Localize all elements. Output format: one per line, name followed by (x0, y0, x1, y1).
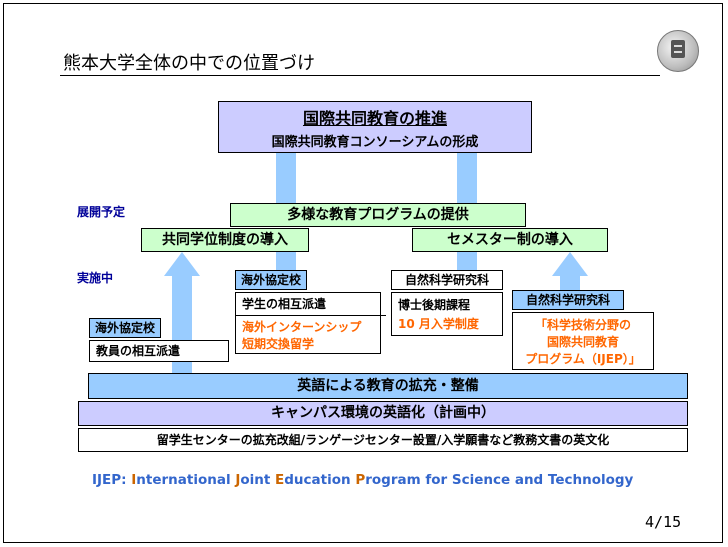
partner-students-divider (236, 315, 386, 316)
footnote-p: P (355, 472, 366, 488)
slide (3, 3, 723, 543)
title-underline (60, 75, 660, 76)
logo-mark-icon (671, 40, 685, 58)
october-entry-text: 10 月入学制度 (398, 317, 479, 331)
footnote-e: E (275, 472, 285, 488)
english-education-box: 英語による教育の拡充・整備 (88, 373, 688, 399)
partner-students-body: 学生の相互派遣 海外インターンシップ 短期交換留学 (235, 292, 386, 354)
page-number: 4/15 (645, 513, 682, 531)
ijep-line-1: 「科学技術分野の (534, 318, 631, 332)
arrowhead-far-left (164, 252, 200, 276)
footnote-j: J (235, 472, 241, 488)
campus-english-box: キャンパス環境の英語化（計画中） (78, 401, 688, 426)
science-phd-body: 博士後期課程 10 月入学制度 (391, 292, 503, 336)
details-box: 留学生センターの拡充改組/ランゲージセンター設置/入学願書など教務文書の英文化 (78, 428, 688, 452)
phd-course-text: 博士後期課程 (398, 298, 471, 312)
exchange-text: 短期交換留学 (242, 337, 315, 351)
page-title: 熊本大学全体の中での位置づけ (63, 53, 315, 74)
label-planned: 展開予定 (77, 205, 126, 219)
semester-box: セメスター制の導入 (412, 228, 608, 252)
footnote-i: I (131, 472, 137, 488)
footnote-prefix: IJEP: (92, 472, 132, 488)
arrow-shaft-far-left (172, 270, 192, 380)
top-box: 国際共同教育の推進 国際共同教育コンソーシアムの形成 (218, 101, 532, 153)
top-box-subtitle: 国際共同教育コンソーシアムの形成 (271, 135, 479, 150)
label-implemented: 実施中 (77, 271, 114, 285)
partner-students-text: 学生の相互派遣 (242, 297, 327, 311)
internship-text: 海外インターンシップ (242, 320, 362, 334)
ijep-line-3: プログラム（IJEP）」 (525, 352, 641, 366)
footnote-p-rest: rogram for Science and Technology (365, 472, 634, 488)
ijep-line-2: 国際共同教育 (546, 335, 619, 349)
science-ijep-body: 「科学技術分野の 国際共同教育 プログラム（IJEP）」 (512, 312, 654, 370)
programs-box: 多様な教育プログラムの提供 (230, 203, 526, 227)
footnote-e-rest: ducation (284, 472, 356, 488)
science-ijep-header: 自然科学研究科 (512, 290, 624, 310)
footnote-j-rest: oint (240, 472, 276, 488)
partner-students-header: 海外協定校 (235, 270, 307, 290)
ijep-footnote: IJEP: International Joint Education Prog… (92, 472, 633, 488)
arrowhead-far-right (552, 252, 588, 276)
partner-faculty-header: 海外協定校 (89, 318, 161, 338)
partner-faculty-body: 教員の相互派遣 (89, 340, 229, 362)
science-phd-header: 自然科学研究科 (391, 270, 503, 290)
top-box-title: 国際共同教育の推進 (302, 109, 447, 128)
joint-degree-box: 共同学位制度の導入 (141, 228, 309, 252)
footnote-i-rest: nternational (136, 472, 236, 488)
